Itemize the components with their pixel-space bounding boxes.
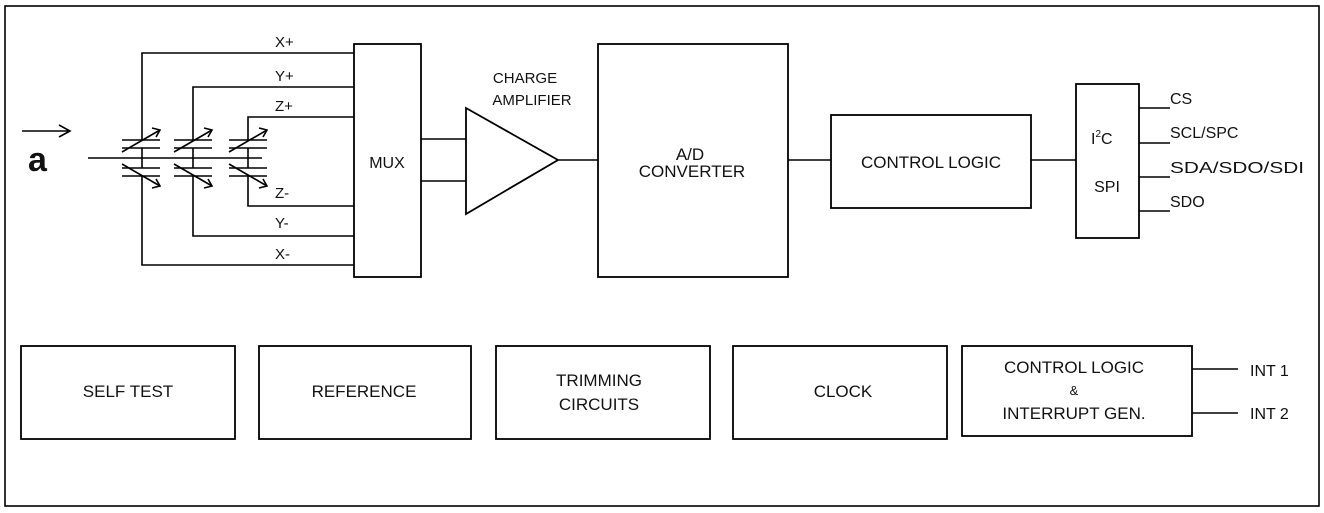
- adc-block: [597, 43, 789, 278]
- axis-label-z-minus: Z-: [275, 185, 289, 202]
- reference-label: REFERENCE: [312, 382, 417, 401]
- amplifier-label-line1: CHARGE: [493, 70, 557, 87]
- trimming-label-line2: CIRCUITS: [559, 395, 639, 414]
- clock-block: [732, 345, 948, 440]
- axis-label-z-plus: Z+: [275, 98, 293, 115]
- ctrl-int-label-line2: &: [1070, 383, 1079, 398]
- outer-frame: [4, 5, 1320, 507]
- control-logic-block: [830, 114, 1032, 209]
- axis-label-x-minus: X-: [275, 246, 290, 263]
- adc-label-line1: A/D: [676, 145, 704, 164]
- axis-label-y-minus: Y-: [275, 215, 289, 232]
- trimming-label-line1: TRIMMING: [556, 371, 642, 390]
- pin-label-sda: SDA/SDO/SDI: [1170, 160, 1304, 177]
- axis-label-y-plus: Y+: [275, 68, 294, 85]
- i2c-label: I2C: [1091, 129, 1113, 148]
- axis-labels: X+ Y+ Z+ Z- Y- X-: [275, 34, 294, 263]
- capacitor-y-plus-icon: [173, 127, 214, 158]
- mux-block: [353, 43, 422, 278]
- int1-label: INT 1: [1250, 363, 1289, 380]
- interface-pins: CS SCL/SPC SDA/SDO/SDI SDO: [1139, 91, 1304, 212]
- wire-y-minus: [192, 176, 354, 237]
- reference-block: [258, 345, 472, 440]
- acceleration-symbol: a: [28, 141, 48, 179]
- charge-amplifier-icon: [465, 106, 560, 216]
- int2-label: INT 2: [1250, 406, 1289, 423]
- capacitor-x-plus-icon: [121, 127, 162, 158]
- ctrl-int-label-line3: INTERRUPT GEN.: [1002, 404, 1145, 423]
- trimming-circuits-block: [495, 345, 711, 440]
- capacitor-x-minus-icon: [121, 158, 162, 189]
- wire-y-plus: [192, 86, 354, 140]
- wire-z-minus: [247, 176, 354, 207]
- mux-label: MUX: [369, 155, 405, 172]
- amplifier-label-line2: AMPLIFIER: [492, 92, 571, 109]
- adc-label-line2: CONVERTER: [639, 162, 745, 181]
- interface-block: [1075, 83, 1140, 239]
- self-test-label: SELF TEST: [83, 382, 173, 401]
- acceleration-input: a: [22, 124, 262, 179]
- wire-x-plus: [141, 52, 354, 140]
- pin-label-sdo: SDO: [1170, 194, 1205, 211]
- wire-x-minus: [141, 176, 354, 266]
- pin-label-scl: SCL/SPC: [1170, 125, 1238, 142]
- spi-label: SPI: [1094, 179, 1120, 196]
- clock-label: CLOCK: [814, 382, 873, 401]
- axis-wires: [141, 52, 354, 266]
- ctrl-int-label-line1: CONTROL LOGIC: [1004, 358, 1144, 377]
- control-interrupt-block: [961, 345, 1193, 437]
- capacitor-y-minus-icon: [173, 158, 214, 189]
- axis-label-x-plus: X+: [275, 34, 294, 51]
- control-logic-label: CONTROL LOGIC: [861, 153, 1001, 172]
- self-test-block: [20, 345, 236, 440]
- wire-z-plus: [247, 116, 354, 140]
- sense-capacitors: [121, 127, 269, 189]
- arrow-head-icon: [58, 124, 72, 138]
- pin-label-cs: CS: [1170, 91, 1192, 108]
